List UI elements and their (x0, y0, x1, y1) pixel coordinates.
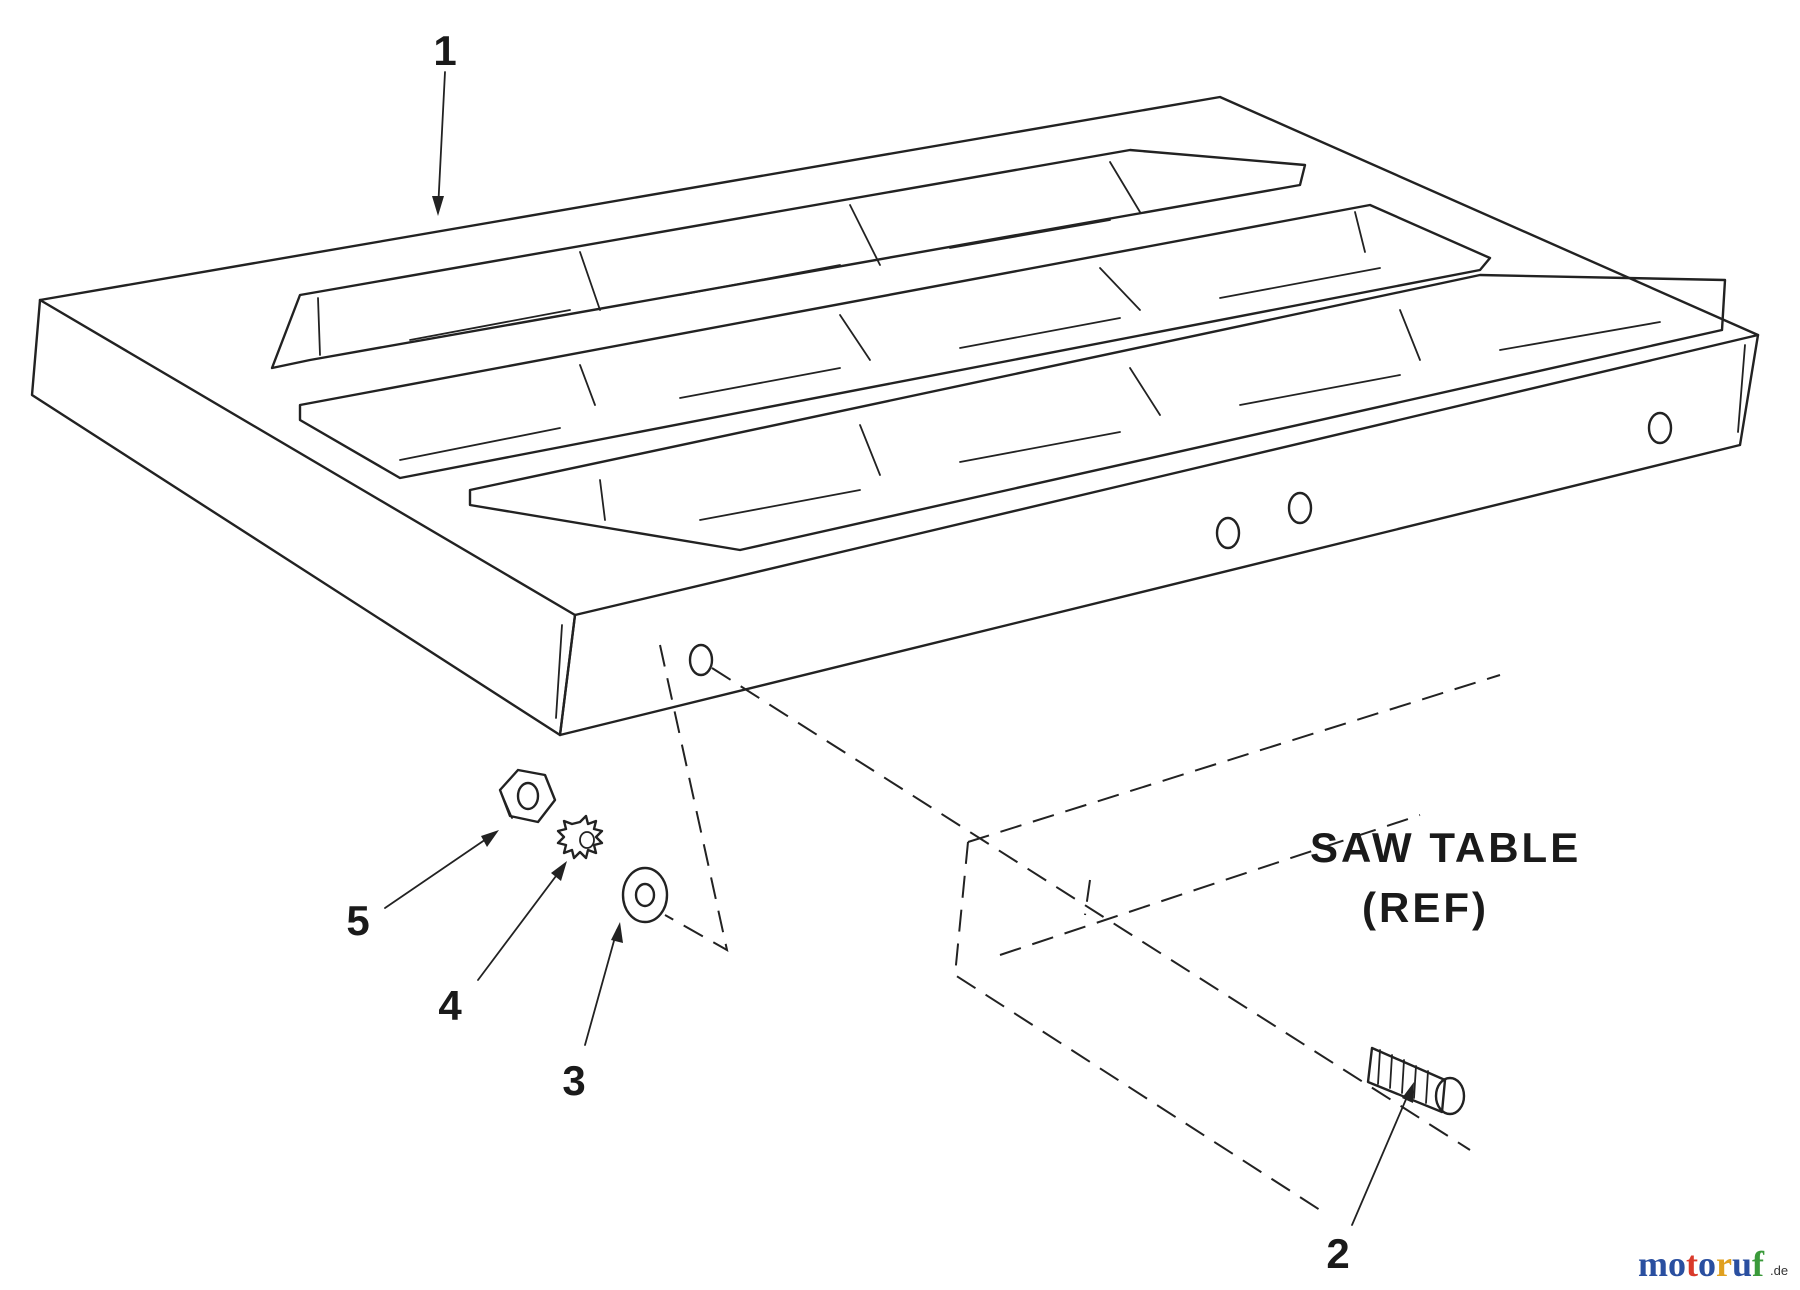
part-label-4: 4 (438, 982, 462, 1029)
hex-nut-part-5 (498, 768, 557, 824)
lock-washer-part-4 (556, 814, 604, 860)
leader-part-1 (432, 71, 446, 216)
leader-part-4 (477, 861, 567, 981)
watermark-logo: motoruf .de (1638, 1244, 1788, 1284)
watermark-text: motoruf (1638, 1244, 1765, 1284)
svg-text:.de: .de (1770, 1263, 1788, 1278)
part-label-1: 1 (433, 27, 456, 74)
leader-part-5 (384, 830, 499, 909)
saw-table-label: SAW TABLE (1310, 824, 1581, 871)
saw-table-ref-label: (REF) (1362, 884, 1489, 931)
part-label-5: 5 (346, 897, 369, 944)
part-label-3: 3 (562, 1057, 585, 1104)
leader-part-3 (584, 922, 623, 1046)
part-label-2: 2 (1326, 1230, 1349, 1277)
table-frame (30, 95, 1760, 737)
saw-table-reference (659, 644, 1501, 1211)
bolt-part-2 (1366, 1046, 1466, 1116)
leader-part-2 (1351, 1082, 1414, 1226)
washer-part-3 (621, 866, 669, 924)
